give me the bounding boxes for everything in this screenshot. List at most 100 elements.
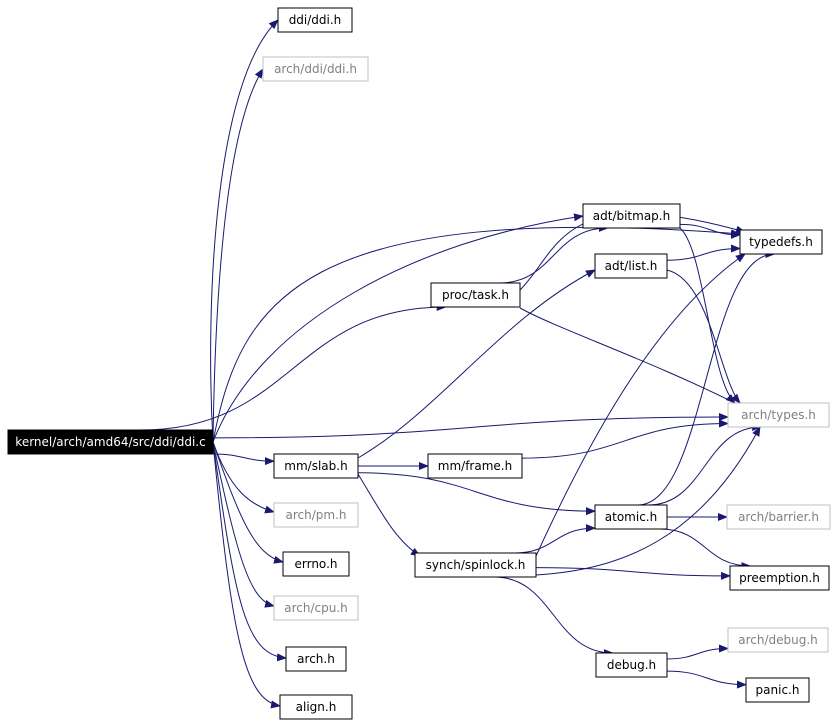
node-box — [277, 7, 353, 33]
edge-ddi-c-to-errno-h — [212, 441, 284, 564]
edge-list-h-to-typedefs-h — [666, 244, 741, 261]
edge-debug-h-to-adebug-h — [666, 644, 729, 660]
node-label: ddi/ddi.h — [289, 13, 342, 27]
node-box — [727, 402, 830, 428]
edge-ddi-c-to-types-h — [212, 413, 729, 439]
node-label: typedefs.h — [749, 235, 813, 249]
node-types-h[interactable]: arch/types.h — [727, 402, 830, 428]
node-errno-h[interactable]: errno.h — [282, 551, 350, 577]
node-box — [414, 552, 537, 578]
node-arch-ddi-h[interactable]: arch/ddi/ddi.h — [262, 56, 369, 82]
edge-atomic-h-to-typedefs-h — [637, 250, 776, 506]
node-box — [427, 453, 523, 479]
node-box — [594, 253, 668, 279]
node-box — [595, 652, 668, 678]
node-box — [279, 694, 353, 720]
node-spinlock-h[interactable]: synch/spinlock.h — [414, 552, 537, 578]
node-label: panic.h — [756, 683, 800, 697]
node-label: arch.h — [297, 652, 335, 666]
edge-atomic-h-to-preempt-h — [660, 528, 752, 570]
node-slab-h[interactable]: mm/slab.h — [273, 453, 359, 479]
edge-ddi-c-to-align-h — [212, 441, 281, 709]
node-box — [282, 551, 350, 577]
node-pm-h[interactable]: arch/pm.h — [273, 502, 359, 528]
node-box — [727, 627, 829, 653]
edge-ddi-c-to-bitmap-h — [212, 213, 584, 443]
node-ddi-c[interactable]: kernel/arch/amd64/src/ddi/ddi.c — [7, 429, 214, 455]
edge-task-h-to-bitmap-h — [499, 224, 609, 284]
node-adebug-h[interactable]: arch/debug.h — [727, 627, 829, 653]
edge-ddi-c-to-pm-h — [212, 441, 275, 514]
node-barrier-h[interactable]: arch/barrier.h — [726, 504, 831, 530]
edge-slab-h-to-atomic-h — [357, 472, 596, 516]
node-ddi-h[interactable]: ddi/ddi.h — [277, 7, 353, 33]
node-typedefs-h[interactable]: typedefs.h — [739, 229, 823, 255]
edge-ddi-c-to-arch-h — [212, 441, 287, 662]
node-cpu-h[interactable]: arch/cpu.h — [273, 595, 359, 621]
edge-bitmap-h-to-types-h — [679, 227, 736, 404]
edge-ddi-c-to-cpu-h — [212, 441, 275, 608]
node-label: align.h — [296, 700, 337, 714]
edge-slab-h-to-list-h — [357, 269, 596, 459]
node-panic-h[interactable]: panic.h — [745, 677, 810, 703]
node-label: mm/frame.h — [438, 459, 512, 473]
node-label: arch/types.h — [741, 408, 816, 422]
edge-ddi-c-to-arch-ddi-h — [212, 68, 264, 443]
node-frame-h[interactable]: mm/frame.h — [427, 453, 523, 479]
node-task-h[interactable]: proc/task.h — [430, 282, 521, 308]
node-bitmap-h[interactable]: adt/bitmap.h — [582, 203, 681, 229]
node-preempt-h[interactable]: preemption.h — [729, 565, 830, 591]
node-label: mm/slab.h — [284, 459, 347, 473]
node-box — [745, 677, 810, 703]
edge-ddi-c-to-ddi-h — [210, 19, 279, 443]
node-label: debug.h — [607, 658, 656, 672]
edge-task-h-to-typedefs-h — [519, 213, 746, 291]
edge-bitmap-h-to-typedefs-h — [679, 223, 741, 239]
node-box — [726, 504, 831, 530]
edge-spinlock-h-to-atomic-h — [514, 524, 596, 554]
edges-layer — [140, 19, 776, 709]
edge-spinlock-h-to-types-h — [535, 426, 761, 576]
node-arch-h[interactable]: arch.h — [285, 646, 347, 672]
edge-task-h-to-types-h — [519, 307, 746, 409]
node-label: arch/pm.h — [286, 508, 347, 522]
edge-atomic-h-to-types-h — [648, 423, 763, 506]
edge-spinlock-h-to-preempt-h — [535, 567, 731, 580]
node-box — [273, 595, 359, 621]
node-label: adt/list.h — [605, 259, 658, 273]
node-label: arch/ddi/ddi.h — [274, 62, 357, 76]
node-align-h[interactable]: align.h — [279, 694, 353, 720]
node-label: arch/debug.h — [738, 633, 818, 647]
edge-ddi-c-to-task-h — [140, 303, 447, 431]
node-box — [582, 203, 681, 229]
node-box — [7, 429, 214, 455]
node-label: preemption.h — [739, 571, 820, 585]
node-label: adt/bitmap.h — [593, 209, 670, 223]
node-box — [430, 282, 521, 308]
edge-spinlock-h-to-debug-h — [494, 576, 614, 657]
node-atomic-h[interactable]: atomic.h — [594, 504, 668, 530]
edge-debug-h-to-panic-h — [666, 670, 747, 689]
edge-spinlock-h-to-typedefs-h — [535, 253, 746, 557]
edge-list-h-to-types-h — [666, 269, 741, 404]
node-box — [594, 504, 668, 530]
node-box — [273, 453, 359, 479]
node-box — [729, 565, 830, 591]
edge-ddi-c-to-typedefs-h — [212, 226, 741, 443]
node-debug-h[interactable]: debug.h — [595, 652, 668, 678]
node-label: arch/barrier.h — [738, 510, 819, 524]
node-label: arch/cpu.h — [284, 601, 348, 615]
node-box — [262, 56, 369, 82]
node-list-h[interactable]: adt/list.h — [594, 253, 668, 279]
node-box — [285, 646, 347, 672]
edge-slab-h-to-spinlock-h — [357, 473, 421, 557]
node-label: synch/spinlock.h — [426, 558, 526, 572]
node-box — [273, 502, 359, 528]
node-box — [739, 229, 823, 255]
node-label: proc/task.h — [442, 288, 509, 302]
node-label: errno.h — [295, 557, 338, 571]
edge-ddi-c-to-slab-h — [212, 453, 275, 466]
edge-frame-h-to-types-h — [521, 419, 729, 459]
node-label: kernel/arch/amd64/src/ddi/ddi.c — [15, 435, 205, 449]
